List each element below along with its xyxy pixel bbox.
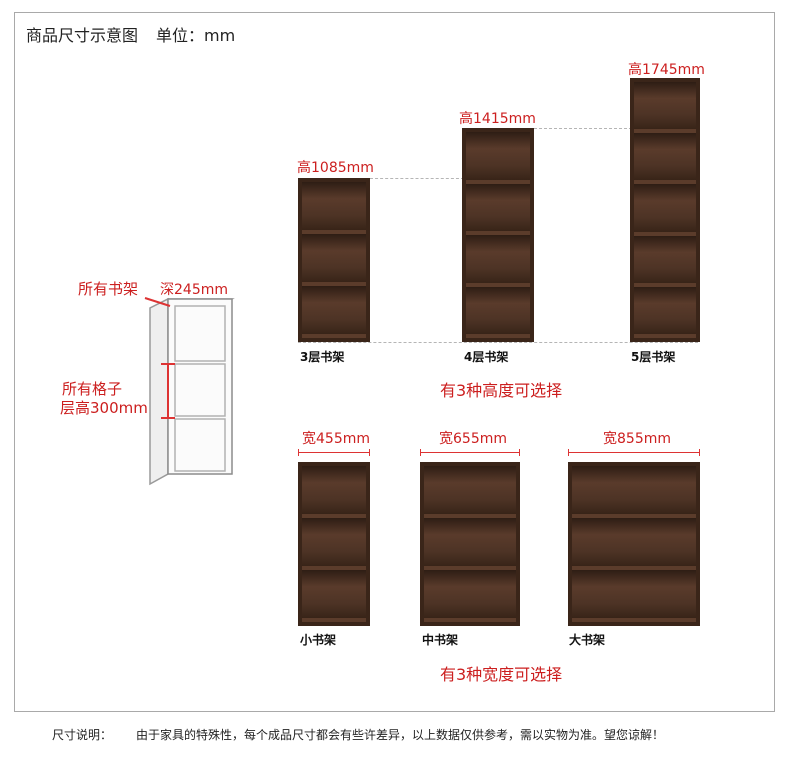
height-label-5: 高1745mm bbox=[628, 62, 705, 78]
cell-height-label-1: 所有格子 bbox=[62, 380, 123, 398]
bookcase-medium bbox=[420, 462, 520, 626]
bookcase-3-tier bbox=[298, 178, 370, 342]
shelf-bay bbox=[634, 133, 696, 185]
shelf-bay bbox=[424, 466, 516, 518]
base-guide bbox=[298, 342, 698, 343]
shelf-bay bbox=[634, 235, 696, 287]
shelf-bay bbox=[466, 286, 530, 338]
shelf-bay bbox=[466, 132, 530, 184]
depth-value-label: 深245mm bbox=[160, 282, 228, 298]
width-label-large: 宽855mm bbox=[603, 431, 671, 447]
shelf-bay bbox=[302, 570, 366, 622]
shelf-bay bbox=[572, 466, 696, 518]
name-large: 大书架 bbox=[569, 633, 606, 647]
cell-height-label-2: 层高300mm bbox=[60, 399, 148, 417]
shelf-bay bbox=[302, 518, 366, 570]
shelf-bay bbox=[634, 184, 696, 236]
width-label-small: 宽455mm bbox=[302, 431, 370, 447]
width-caption: 有3种宽度可选择 bbox=[440, 665, 563, 684]
name-5-tier: 5层书架 bbox=[631, 350, 676, 364]
shelf-bay bbox=[302, 466, 366, 518]
height-caption: 有3种高度可选择 bbox=[440, 381, 563, 400]
height-label-3: 高1085mm bbox=[297, 160, 374, 176]
size-note: 尺寸说明： 由于家具的特殊性，每个成品尺寸都会有些许差异，以上数据仅供参考，需以实… bbox=[52, 726, 664, 743]
shelf-bay bbox=[424, 570, 516, 622]
shelf-bay bbox=[634, 286, 696, 338]
name-medium: 中书架 bbox=[422, 633, 459, 647]
width-label-medium: 宽655mm bbox=[439, 431, 507, 447]
bookcase-4-tier bbox=[462, 128, 534, 342]
bookcase-sketch bbox=[144, 297, 235, 486]
shelf-bay bbox=[302, 182, 366, 234]
size-note-text: 由于家具的特殊性，每个成品尺寸都会有些许差异，以上数据仅供参考，需以实物为准。望… bbox=[136, 728, 665, 742]
title-text: 商品尺寸示意图 bbox=[26, 26, 139, 45]
height-guide-4-5 bbox=[534, 128, 632, 129]
bookcase-large bbox=[568, 462, 700, 626]
bookcase-small bbox=[298, 462, 370, 626]
shelf-bay bbox=[466, 235, 530, 287]
bookcase-5-tier bbox=[630, 78, 700, 342]
name-small: 小书架 bbox=[300, 633, 337, 647]
name-3-tier: 3层书架 bbox=[300, 350, 345, 364]
shelf-bay bbox=[466, 183, 530, 235]
name-4-tier: 4层书架 bbox=[464, 350, 509, 364]
size-note-head: 尺寸说明： bbox=[52, 728, 113, 742]
shelf-bay bbox=[572, 518, 696, 570]
shelf-bay bbox=[424, 518, 516, 570]
unit-text: 单位：mm bbox=[156, 26, 236, 45]
shelf-bay bbox=[634, 82, 696, 134]
height-guide-3-4 bbox=[370, 178, 464, 179]
depth-name-label: 所有书架 bbox=[78, 280, 139, 298]
page-title: 商品尺寸示意图单位：mm bbox=[26, 22, 235, 46]
width-dim-medium bbox=[420, 449, 520, 456]
shelf-bay bbox=[572, 570, 696, 622]
shelf-bay bbox=[302, 286, 366, 338]
width-dim-large bbox=[568, 449, 700, 456]
shelf-bay bbox=[302, 234, 366, 286]
height-label-4: 高1415mm bbox=[459, 111, 536, 127]
width-dim-small bbox=[298, 449, 370, 456]
